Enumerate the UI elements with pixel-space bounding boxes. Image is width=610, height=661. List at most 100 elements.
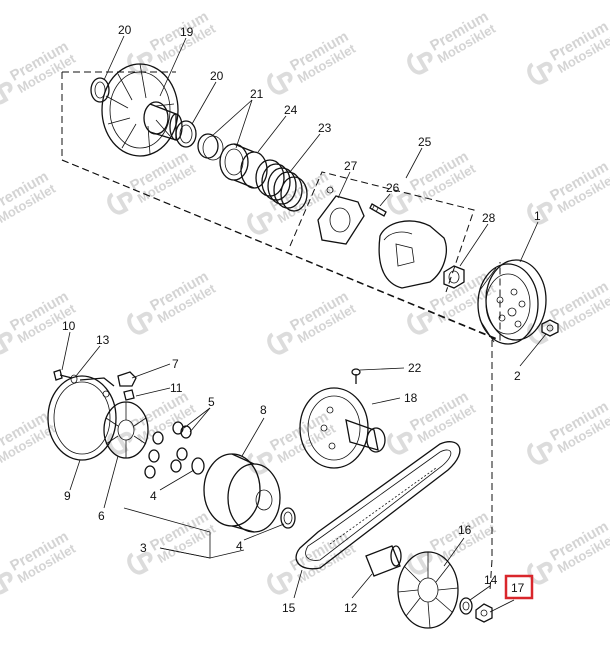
part-17-nut — [475, 603, 493, 623]
part-24-guide-collar — [219, 143, 268, 189]
label-part-20: 20 — [210, 69, 224, 83]
part-labels: 20 19 20 21 24 23 27 25 26 28 1 2 10 13 … — [62, 23, 541, 615]
part-4-collars — [191, 457, 296, 529]
label-part-24: 24 — [284, 103, 298, 117]
watermark-logo-icon — [247, 211, 273, 235]
part-12-sleeve — [365, 545, 402, 577]
watermark-logo-icon — [407, 551, 433, 575]
watermark-logo-icon — [0, 571, 13, 595]
label-part-21: 21 — [250, 87, 264, 101]
label-part-27: 27 — [344, 159, 358, 173]
label-part-5: 5 — [208, 395, 215, 409]
highlight-part-17[interactable]: 17 — [504, 574, 534, 600]
label-part-10: 10 — [62, 319, 76, 333]
label-part-28: 28 — [482, 211, 496, 225]
label-part-23: 23 — [318, 121, 332, 135]
part-18-secondary-sheave — [299, 387, 386, 469]
watermark-logo-icon — [0, 81, 13, 105]
part-26-pin — [369, 203, 387, 217]
watermark-logo-icon — [127, 551, 153, 575]
watermark-logo-icon — [267, 571, 293, 595]
part-6-ramp-plate — [103, 401, 149, 459]
watermark-logo-icon — [127, 51, 153, 75]
watermark-logo-icon — [127, 311, 153, 335]
label-part-22: 22 — [408, 361, 422, 375]
label-part-9: 9 — [64, 489, 71, 503]
label-part-4: 4 — [236, 539, 243, 553]
part-2-housing-nut — [541, 319, 559, 337]
label-part-2: 2 — [514, 369, 521, 383]
label-part-25: 25 — [418, 135, 432, 149]
watermark-logo-icon — [407, 51, 433, 75]
label-part-8: 8 — [260, 403, 267, 417]
highlight-box — [504, 574, 534, 600]
part-11-slider-piece — [123, 389, 135, 401]
watermark-logo-icon — [387, 191, 413, 215]
part-15-v-belt — [295, 441, 461, 570]
label-part-17: 17 — [511, 581, 525, 595]
watermark-logo-icon — [267, 331, 293, 355]
label-part-19: 19 — [180, 25, 194, 39]
part-8-movable-sheave — [203, 453, 281, 533]
watermark-logo-icon — [527, 61, 553, 85]
label-part-11: 11 — [170, 381, 183, 395]
watermark-logo-icon — [387, 431, 413, 455]
part-27-spring-seat — [317, 186, 365, 245]
watermark-logo-icon — [527, 441, 553, 465]
part-1-clutch-housing — [477, 259, 547, 345]
watermark-logo-icon — [527, 561, 553, 585]
label-part-3: 3 — [140, 541, 147, 555]
watermark-logo-icon — [527, 201, 553, 225]
label-part-26: 26 — [386, 181, 400, 195]
part-20-seal-rings — [90, 77, 197, 148]
part-22-guide-pin — [351, 368, 361, 384]
part-23-compression-spring — [255, 159, 308, 212]
label-part-15: 15 — [282, 601, 296, 615]
watermark-logo-icon — [0, 331, 13, 355]
label-part-6: 6 — [98, 509, 105, 523]
part-10-bolt — [53, 369, 73, 381]
part-9-variator-cover — [47, 375, 117, 461]
label-part-4: 4 — [150, 489, 157, 503]
watermark-logo-icon — [267, 71, 293, 95]
label-part-12: 12 — [344, 601, 358, 615]
label-part-1: 1 — [534, 209, 541, 223]
part-7-slider — [117, 371, 137, 387]
part-19-primary-sheave — [101, 63, 183, 157]
label-part-14: 14 — [484, 573, 498, 587]
part-21-o-rings — [197, 133, 224, 161]
label-part-18: 18 — [404, 391, 418, 405]
watermark-logo-icon — [407, 311, 433, 335]
label-part-16: 16 — [458, 523, 472, 537]
assembly-outline-upper — [61, 71, 501, 591]
part-14-washer — [459, 597, 473, 615]
leader-lines — [61, 35, 547, 613]
label-part-20: 20 — [118, 23, 132, 37]
watermark-logo-icon — [107, 191, 133, 215]
label-part-7: 7 — [172, 357, 179, 371]
part-25-clutch-carrier — [378, 220, 447, 289]
label-part-13: 13 — [96, 333, 110, 347]
part-16-fixed-sheave-fan — [397, 551, 459, 629]
part-28-clutch-nut — [443, 265, 465, 289]
